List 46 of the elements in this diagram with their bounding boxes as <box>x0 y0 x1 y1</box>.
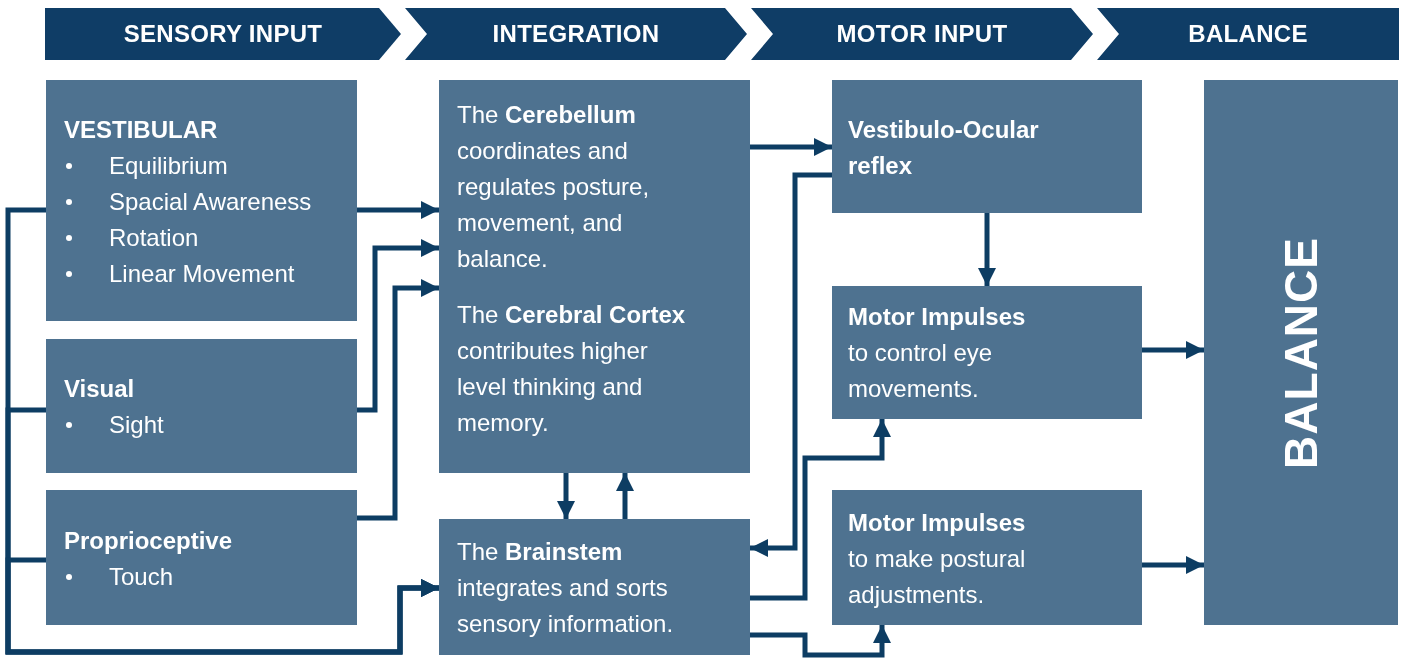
process-box <box>832 80 1142 213</box>
process-box <box>46 339 357 473</box>
stage-label: MOTOR INPUT <box>836 20 1008 48</box>
stage-label: BALANCE <box>1188 20 1308 48</box>
bullet-item: Touch <box>109 562 174 592</box>
arrow <box>750 419 891 601</box>
process-box <box>439 519 750 655</box>
description-text: The Cerebral Cortex contributes higher level thinking and memory. <box>457 300 687 438</box>
bullet-item: Spacial Awareness <box>109 187 312 217</box>
bullet-item: Sight <box>109 410 164 440</box>
description-text: The Cerebellum coordinates and regulates posture, movement, and balance. <box>457 100 651 274</box>
process-box <box>832 286 1142 419</box>
arrow <box>978 213 996 286</box>
process-box <box>46 490 357 625</box>
process-box <box>46 80 357 321</box>
arrow <box>357 279 439 521</box>
stage-label: INTEGRATION <box>492 20 660 48</box>
description-text: to make postural adjustments. <box>848 544 1027 610</box>
arrow <box>357 201 439 219</box>
description-text: to control eye movements. <box>848 338 994 404</box>
arrow <box>357 239 439 413</box>
process-box <box>832 490 1142 625</box>
arrow <box>1142 556 1204 574</box>
stage-header-banner <box>45 8 401 60</box>
process-box <box>439 80 750 473</box>
outcome-box <box>1204 80 1398 625</box>
box-heading: Vestibulo-Ocular reflex <box>848 115 1040 181</box>
arrow <box>1142 341 1204 359</box>
arrow <box>750 625 891 658</box>
balance-label: BALANCE <box>1283 236 1319 469</box>
arrow <box>750 172 832 557</box>
bullet-item: Rotation <box>109 223 199 253</box>
arrow <box>616 473 634 519</box>
stage-header-banner <box>1097 8 1399 60</box>
arrow <box>5 557 439 655</box>
category-heading: Visual <box>64 374 136 404</box>
stage-label: SENSORY INPUT <box>123 20 323 48</box>
box-heading: Motor Impulses <box>848 302 1027 332</box>
category-heading: VESTIBULAR <box>64 115 219 145</box>
arrow <box>750 138 832 156</box>
arrow <box>557 473 575 519</box>
category-heading: Proprioceptive <box>64 526 234 556</box>
bullet-item: Equilibrium <box>109 151 228 181</box>
box-heading: Motor Impulses <box>848 508 1027 538</box>
bullet-item: Linear Movement <box>109 259 295 289</box>
description-text: The Brainstem integrates and sorts sensory information. <box>457 537 675 639</box>
